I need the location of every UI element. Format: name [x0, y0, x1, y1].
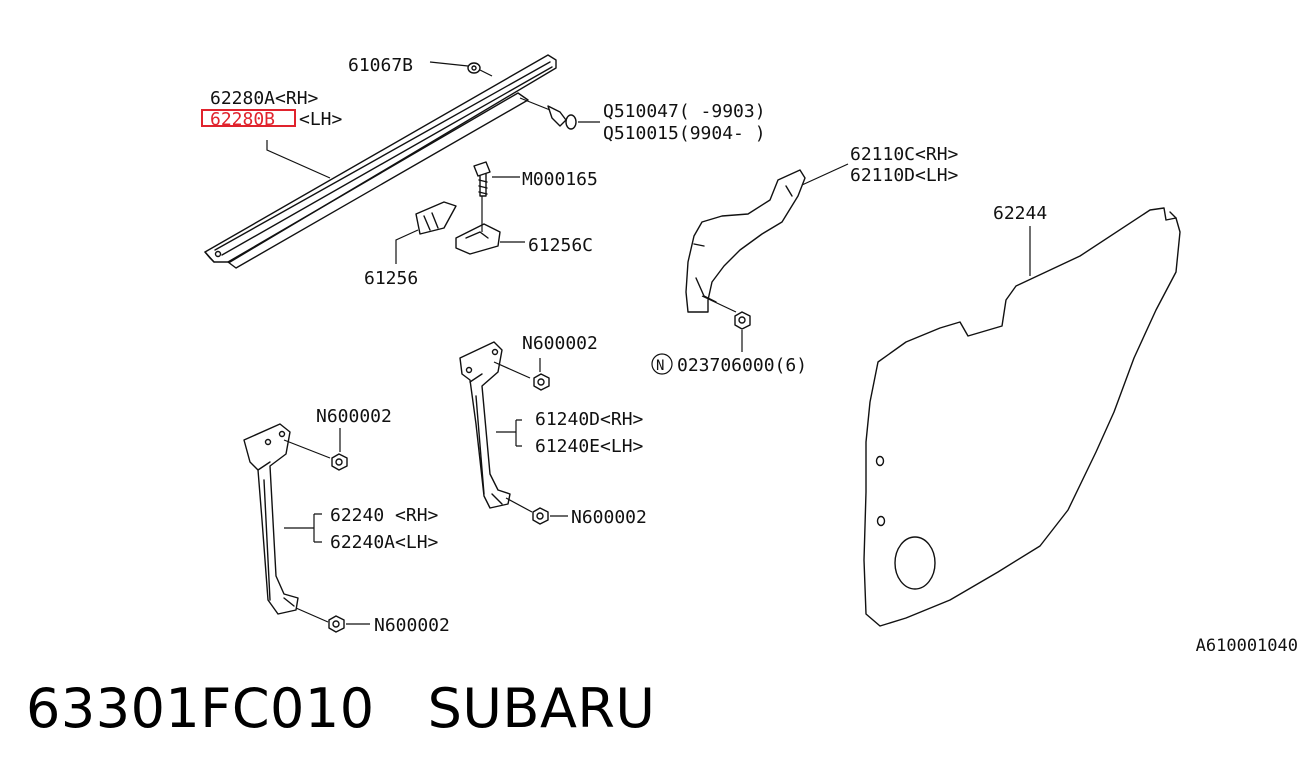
- label-62240: 62240 <RH>: [330, 505, 439, 526]
- diagram-code: A610001040: [1195, 636, 1298, 656]
- sealing-cover-62244[interactable]: [863, 207, 1181, 627]
- channel-62240[interactable]: [243, 423, 299, 615]
- nut-n600002-d[interactable]: [328, 615, 345, 633]
- label-61067b: 61067B: [348, 55, 413, 76]
- label-n600002-d: N600002: [374, 615, 450, 636]
- clip-61067b[interactable]: [467, 62, 481, 74]
- label-q510047: Q510047( -9903): [603, 101, 766, 122]
- standard-part-circle: [651, 353, 673, 375]
- label-m000165: M000165: [522, 169, 598, 190]
- label-61256c: 61256C: [528, 235, 593, 256]
- label-n600002-b: N600002: [571, 507, 647, 528]
- label-61240d: 61240D<RH>: [535, 409, 644, 430]
- part-caption: 63301FC010 SUBARU: [26, 677, 656, 740]
- clip-61256[interactable]: [415, 201, 457, 235]
- nut-n600002-c[interactable]: [331, 453, 348, 471]
- label-61240e: 61240E<LH>: [535, 436, 644, 457]
- label-61256: 61256: [364, 268, 418, 289]
- label-n600002-a: N600002: [522, 333, 598, 354]
- label-62280a: 62280A<RH>: [210, 88, 319, 109]
- label-q510015: Q510015(9904- ): [603, 123, 766, 144]
- label-023706000: 023706000(6): [677, 355, 807, 376]
- label-62110c: 62110C<RH>: [850, 144, 959, 165]
- nut-n600002-b[interactable]: [532, 507, 549, 525]
- bolt-m000165[interactable]: [473, 161, 491, 197]
- label-62280b[interactable]: 62280B: [210, 109, 275, 130]
- label-62244: 62244: [993, 203, 1047, 224]
- weatherstrip-62280[interactable]: [204, 54, 557, 269]
- bracket-61256c[interactable]: [455, 223, 501, 255]
- trim-62110[interactable]: [685, 169, 806, 313]
- highlight-box: [201, 109, 296, 127]
- label-62110d: 62110D<LH>: [850, 165, 959, 186]
- label-n600002-c: N600002: [316, 406, 392, 427]
- screw-q510047[interactable]: [547, 105, 577, 130]
- nut-n600002-a[interactable]: [533, 373, 550, 391]
- channel-61240[interactable]: [459, 341, 511, 509]
- label-62280b-side: <LH>: [299, 109, 343, 130]
- label-62240a: 62240A<LH>: [330, 532, 439, 553]
- label-n-circle: N: [656, 358, 664, 374]
- nut-023706000[interactable]: [734, 311, 751, 330]
